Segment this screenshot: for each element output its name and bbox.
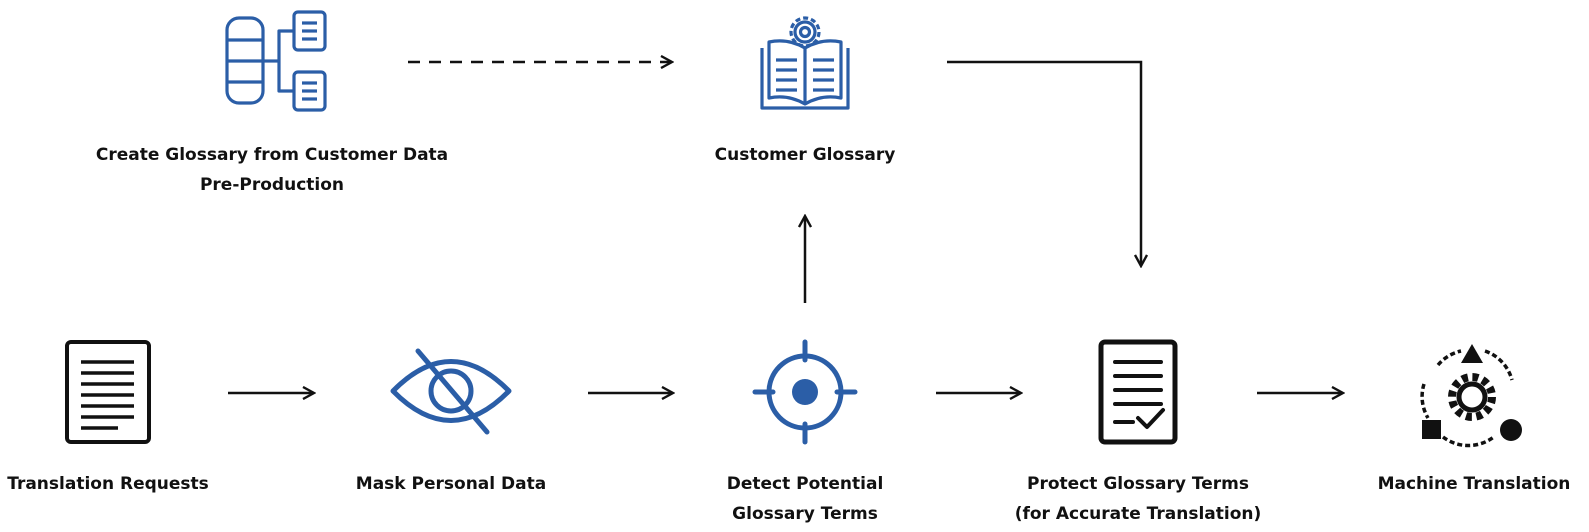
translation-requests-label-line1: Translation Requests bbox=[7, 474, 209, 494]
customer-glossary-label-line1: Customer Glossary bbox=[714, 145, 896, 165]
create-glossary-label-line2: Pre-Production bbox=[199, 175, 345, 195]
checklist-document-icon bbox=[1098, 339, 1178, 445]
protect-terms-label-line1: Protect Glossary Terms bbox=[1027, 474, 1249, 494]
translation-requests-label: Translation Requests bbox=[0, 469, 216, 499]
database-icon bbox=[225, 10, 327, 112]
protect-terms-label-line2: (for Accurate Translation) bbox=[1014, 504, 1262, 524]
detect-terms-label-line2: Glossary Terms bbox=[732, 504, 878, 524]
document-icon bbox=[65, 340, 151, 444]
detect-terms-label-line1: Detect Potential bbox=[726, 474, 884, 494]
arrow-glossary-to-protect bbox=[947, 60, 1141, 266]
create-glossary-label-line1: Create Glossary from Customer Data bbox=[95, 145, 449, 165]
detect-terms-label: Detect Potential Glossary Terms bbox=[690, 469, 920, 529]
crosshair-icon bbox=[752, 339, 858, 445]
protect-terms-label: Protect Glossary Terms (for Accurate Tra… bbox=[1000, 469, 1276, 529]
create-glossary-label: Create Glossary from Customer Data Pre-P… bbox=[66, 140, 478, 200]
customer-glossary-label: Customer Glossary bbox=[655, 140, 955, 170]
machine-translation-label: Machine Translation bbox=[1370, 469, 1578, 499]
book-gear-icon bbox=[760, 16, 850, 110]
mask-personal-data-label: Mask Personal Data bbox=[326, 469, 576, 499]
eye-slash-icon bbox=[390, 348, 512, 435]
machine-translation-label-line1: Machine Translation bbox=[1377, 474, 1571, 494]
gear-cycle-icon bbox=[1420, 344, 1522, 448]
mask-personal-data-label-line1: Mask Personal Data bbox=[355, 474, 547, 494]
